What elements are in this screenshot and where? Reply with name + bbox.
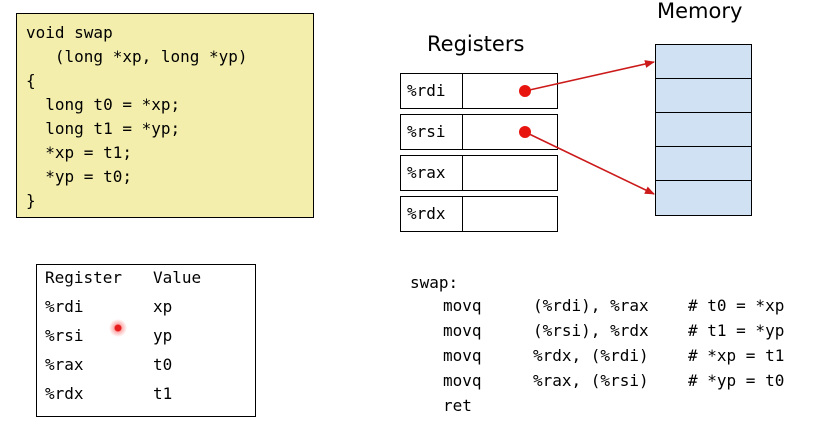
table-cell: t1 (153, 384, 173, 403)
asm-comment: # *xp = t1 (688, 346, 785, 365)
register-value-table: Register Value %rdi xp %rsi yp %rax t0 %… (36, 264, 256, 417)
asm-op: movq (443, 371, 482, 390)
register-name: %rax (401, 156, 463, 190)
code-line: *yp = t0; (26, 167, 132, 186)
table-cell: %rdi (45, 297, 84, 316)
table-header: Register (45, 268, 123, 287)
code-line: (long *xp, long *yp) (26, 47, 248, 66)
asm-args: (%rdi), %rax (533, 296, 649, 315)
memory-cell (656, 113, 751, 147)
asm-comment: # t1 = *yp (688, 321, 785, 340)
c-code-box: void swap (long *xp, long *yp) { long t0… (16, 13, 314, 218)
asm-comment: # *yp = t0 (688, 371, 785, 390)
register-rax: %rax (400, 155, 558, 191)
asm-op: ret (443, 396, 472, 415)
asm-op: movq (443, 346, 482, 365)
code-line: void swap (26, 23, 113, 42)
asm-args: %rdx, (%rdi) (533, 346, 649, 365)
asm-op: movq (443, 296, 482, 315)
table-header: Value (153, 268, 202, 287)
asm-op: movq (443, 321, 482, 340)
memory-title: Memory (657, 0, 743, 23)
table-cell: xp (153, 297, 173, 316)
table-cell: t0 (153, 355, 173, 374)
register-name: %rsi (401, 115, 463, 149)
rdi-pointer-arrow (524, 60, 655, 92)
code-line: long t1 = *yp; (26, 119, 181, 138)
table-cell: yp (153, 326, 173, 345)
asm-label: swap: (410, 273, 459, 292)
code-line: long t0 = *xp; (26, 95, 181, 114)
table-cell: %rax (45, 355, 84, 374)
memory-block (655, 44, 752, 216)
memory-cell (656, 79, 751, 113)
pointer-cursor-icon (109, 319, 127, 337)
memory-cell (656, 45, 751, 79)
table-cell: %rsi (45, 326, 84, 345)
rdi-pointer-dot (519, 85, 531, 97)
rsi-pointer-dot (519, 126, 531, 138)
register-rsi: %rsi (400, 114, 558, 150)
asm-comment: # t0 = *xp (688, 296, 785, 315)
code-line: } (26, 191, 36, 210)
asm-args: (%rsi), %rdx (533, 321, 649, 340)
registers-title: Registers (427, 32, 525, 56)
asm-args: %rax, (%rsi) (533, 371, 649, 390)
memory-cell (656, 147, 751, 181)
register-name: %rdx (401, 197, 463, 231)
table-cell: %rdx (45, 384, 84, 403)
code-line: *xp = t1; (26, 143, 132, 162)
code-line: { (26, 71, 36, 90)
rsi-pointer-arrow (524, 131, 655, 195)
register-name: %rdi (401, 74, 463, 108)
register-rdx: %rdx (400, 196, 558, 232)
register-rdi: %rdi (400, 73, 558, 109)
